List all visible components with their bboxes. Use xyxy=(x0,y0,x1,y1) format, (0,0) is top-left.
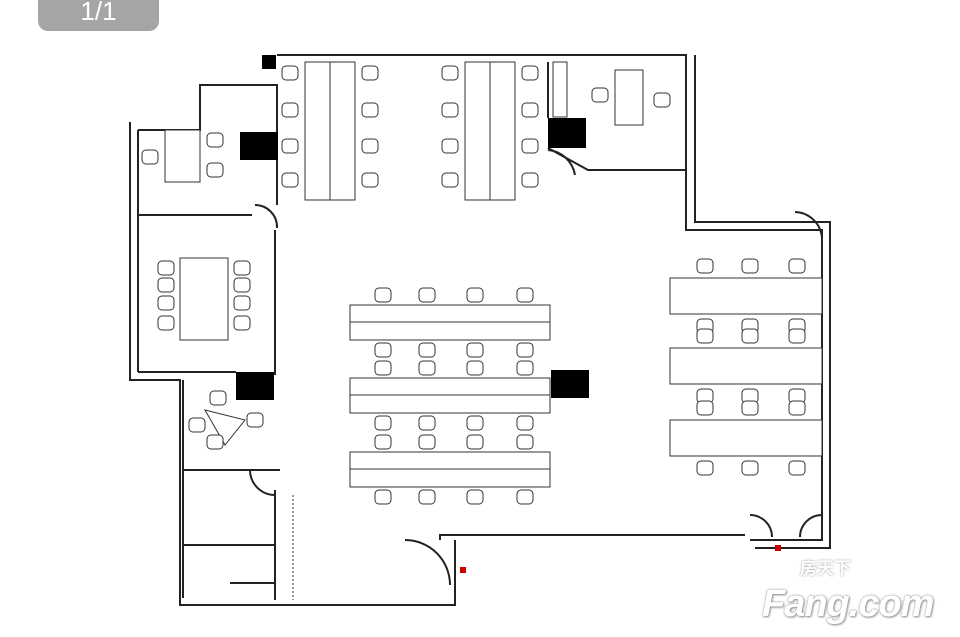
chair xyxy=(361,172,379,188)
column xyxy=(262,55,276,69)
chair xyxy=(418,415,436,431)
chair xyxy=(516,287,534,303)
watermark-brand: Fang.com xyxy=(762,583,934,625)
chair xyxy=(233,260,251,276)
chair xyxy=(516,415,534,431)
column xyxy=(548,118,586,148)
exit-marker xyxy=(775,545,781,551)
chair xyxy=(466,360,484,376)
chair xyxy=(374,342,392,358)
chair xyxy=(281,65,299,81)
chair xyxy=(521,102,539,118)
chair xyxy=(466,287,484,303)
chair xyxy=(281,138,299,154)
chair xyxy=(466,415,484,431)
chair xyxy=(788,328,806,344)
chair xyxy=(374,360,392,376)
chair xyxy=(521,138,539,154)
chair xyxy=(418,434,436,450)
chair xyxy=(361,138,379,154)
page-indicator: 1/1 xyxy=(38,0,159,31)
chair xyxy=(441,172,459,188)
chair xyxy=(591,87,609,103)
chair xyxy=(516,434,534,450)
column xyxy=(236,372,274,400)
chair xyxy=(157,277,175,293)
manager-desk xyxy=(164,129,201,183)
chair xyxy=(209,390,227,406)
walls xyxy=(129,54,831,606)
chair xyxy=(374,434,392,450)
fang-watermark-logo: 房天下 Fang.com xyxy=(762,560,952,632)
furniture xyxy=(141,61,823,600)
chair xyxy=(696,258,714,274)
chair xyxy=(521,65,539,81)
chair xyxy=(741,400,759,416)
chair xyxy=(233,277,251,293)
chair xyxy=(788,258,806,274)
round-table xyxy=(203,409,246,446)
desk-row xyxy=(669,347,823,385)
chair xyxy=(361,65,379,81)
chair xyxy=(206,162,224,178)
chair xyxy=(188,417,206,433)
chair xyxy=(157,260,175,276)
chair xyxy=(788,400,806,416)
chair xyxy=(418,489,436,505)
column xyxy=(551,370,589,398)
desk-row xyxy=(669,277,823,315)
chair xyxy=(361,102,379,118)
chair xyxy=(466,434,484,450)
chair xyxy=(374,489,392,505)
chair xyxy=(516,360,534,376)
chair xyxy=(441,65,459,81)
chair xyxy=(157,315,175,331)
meeting-table xyxy=(179,257,229,341)
chair xyxy=(466,489,484,505)
watermark-chinese: 房天下 xyxy=(800,559,851,578)
chair xyxy=(696,400,714,416)
chair xyxy=(281,172,299,188)
chair xyxy=(141,149,159,165)
cabinet xyxy=(552,61,568,118)
chair xyxy=(206,132,224,148)
manager-desk xyxy=(614,69,644,126)
chair xyxy=(741,460,759,476)
chair xyxy=(521,172,539,188)
chair xyxy=(696,460,714,476)
chair xyxy=(281,102,299,118)
chair xyxy=(233,295,251,311)
chair xyxy=(233,315,251,331)
chair xyxy=(696,328,714,344)
chair xyxy=(516,342,534,358)
chair xyxy=(418,342,436,358)
chair xyxy=(741,258,759,274)
desk-row xyxy=(669,419,823,457)
chair xyxy=(157,295,175,311)
structural-columns xyxy=(236,55,589,400)
chair xyxy=(418,287,436,303)
chair xyxy=(374,287,392,303)
chair xyxy=(246,412,264,428)
chair xyxy=(418,360,436,376)
chair xyxy=(441,138,459,154)
column xyxy=(240,132,278,160)
chair xyxy=(441,102,459,118)
chair xyxy=(741,328,759,344)
chair xyxy=(653,92,671,108)
chair xyxy=(206,434,224,450)
chair xyxy=(466,342,484,358)
exit-marker xyxy=(460,567,466,573)
chair xyxy=(788,460,806,476)
chair xyxy=(516,489,534,505)
chair xyxy=(374,415,392,431)
